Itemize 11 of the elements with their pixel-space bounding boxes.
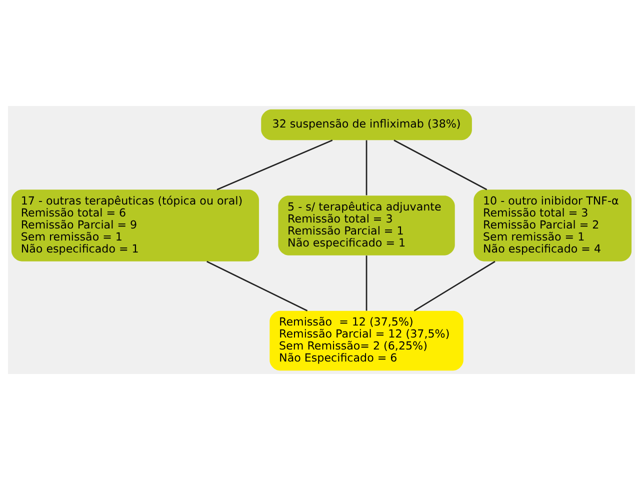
node-box: 5 - s/ terapêutica adjuvante Remissão total = 3 Remissão Parcial = 1 Não especificado = 1 (278, 195, 455, 255)
connector (366, 140, 368, 195)
connector (216, 139, 333, 190)
node-box: Remissão = 12 (37,5%) Remissão Parcial = 12 (37,5%) Sem Remissão= 2 (6,25%) Não Especificado = 6 (270, 310, 464, 370)
connector (366, 255, 368, 310)
connector (414, 260, 496, 311)
node-box: 10 - outro inibidor TNF-α Remissão total = 3 Remissão Parcial = 2 Sem remissão = 1 Não especificado = 4 (474, 189, 632, 261)
connector (206, 260, 308, 311)
node-box: 32 suspensão de infliximab (38%) (261, 108, 472, 140)
node-box: 17 - outras terapêuticas (tópica ou oral) Remissão total = 6 Remissão Parcial = 9 Sem remissão = 1 Não especificado = 1 (11, 189, 259, 261)
connector (394, 139, 488, 190)
